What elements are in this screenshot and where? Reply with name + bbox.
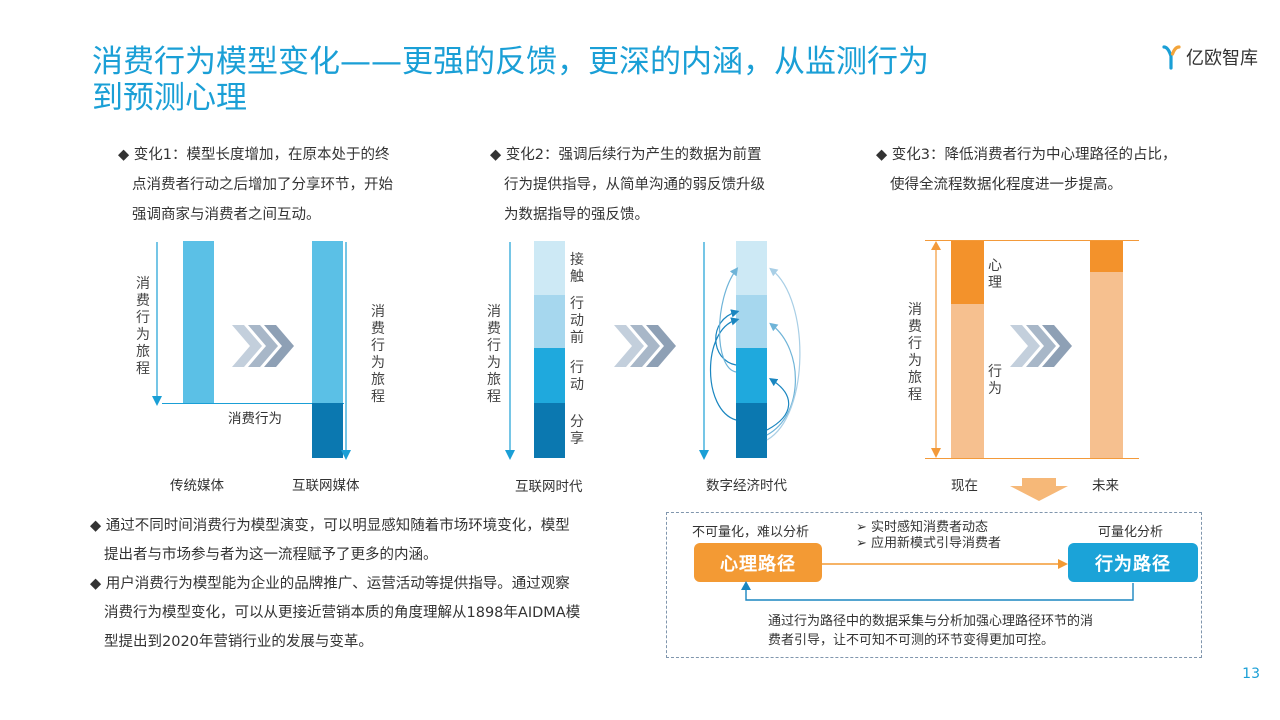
mid-item: ➢ 应用新模式引导消费者: [856, 536, 1002, 551]
journey-arrow-d3: [931, 241, 941, 458]
change-1-line: 点消费者行动之后增加了分享环节，开始: [132, 177, 393, 193]
segment-share-digital: [736, 403, 767, 458]
journey-arrow-right: [341, 242, 351, 460]
brand-logo-icon: [1162, 45, 1181, 70]
change-2-line: ◆ 变化2：强调后续行为产生的数据为前置: [490, 147, 762, 163]
segment-label-contact: 接触: [570, 252, 584, 285]
down-arrow-icon: [1010, 478, 1068, 501]
journey-arrow-d2-left: [505, 242, 515, 460]
chevron-arrow-icon: [1010, 325, 1072, 367]
path-comparison-box: [666, 512, 1202, 658]
journey-label-right: 消费行为旅程: [371, 304, 385, 405]
mid-items: ➢ 实时感知消费者动态 ➢ 应用新模式引导消费者: [856, 520, 1001, 552]
brand-logo: 亿欧智库: [1162, 42, 1258, 72]
caption-traditional-media: 传统媒体: [170, 478, 224, 494]
segment-label-share: 分享: [570, 414, 584, 447]
internet-bar-share: [312, 403, 343, 458]
segment-label-action: 行动: [570, 360, 584, 393]
segment-contact-digital: [736, 241, 767, 295]
quantifiable-caption: 可量化分析: [1098, 525, 1164, 540]
caption-future: 未来: [1092, 478, 1119, 494]
summary-bullets: ◆ 通过不同时间消费行为模型演变，可以明显感知随着市场环境变化，模型 提出者与市…: [90, 512, 650, 657]
change-3-line: 使得全流程数据化程度进一步提高。: [890, 177, 1122, 193]
journey-label-d3: 消费行为旅程: [908, 302, 922, 403]
change-2-line: 行为提供指导，从简单沟通的弱反馈升级: [504, 177, 765, 193]
summary-line: 提出者与市场参与者为这一流程赋予了更多的内涵。: [104, 547, 438, 563]
now-psychology-segment: [951, 241, 984, 304]
summary-line: ◆ 用户消费行为模型能为企业的品牌推广、运营活动等提供指导。通过观察: [90, 576, 570, 592]
page-title: 消费行为模型变化——更强的反馈，更深的内涵，从监测行为 到预测心理: [92, 44, 1092, 116]
now-behavior-segment: [951, 304, 984, 458]
summary-line: ◆ 通过不同时间消费行为模型演变，可以明显感知随着市场环境变化，模型: [90, 518, 570, 534]
journey-label-d2: 消费行为旅程: [487, 304, 501, 405]
feedback-loops: [710, 267, 801, 441]
path-connectors: [741, 559, 1134, 601]
segment-share: [534, 403, 565, 458]
summary-line: 型提出到2020年营销行业的发展与变革。: [104, 634, 373, 650]
explanation-line: 通过行为路径中的数据采集与分析加强心理路径环节的消: [768, 614, 1094, 629]
journey-arrow-left: [152, 242, 162, 406]
segment-pre-action: [534, 295, 565, 348]
mid-item: ➢ 实时感知消费者动态: [856, 520, 989, 535]
segment-contact: [534, 241, 565, 295]
change-1-text: ◆ 变化1：模型长度增加，在原本处于的终 点消费者行动之后增加了分享环节，开始 …: [118, 140, 448, 230]
page-number: 13: [1242, 666, 1260, 682]
bottom-line: [925, 458, 1139, 460]
caption-internet-media: 互联网媒体: [292, 478, 360, 494]
future-psychology-segment: [1090, 241, 1123, 272]
psychology-path-pill: 心理路径: [694, 543, 822, 582]
label-psychology: 心理: [988, 258, 1002, 291]
label-behavior: 行为: [988, 364, 1002, 397]
segment-label-pre-action: 行动前: [570, 296, 584, 346]
behavior-path-pill: 行为路径: [1068, 543, 1198, 582]
change-1-line: ◆ 变化1：模型长度增加，在原本处于的终: [118, 147, 390, 163]
change-2-line: 为数据指导的强反馈。: [504, 207, 649, 223]
change-3-line: ◆ 变化3：降低消费者行为中心理路径的占比，: [876, 147, 1177, 163]
brand-name: 亿欧智库: [1186, 48, 1258, 69]
caption-digital-economy-era: 数字经济时代: [706, 478, 787, 494]
summary-line: 消费行为模型变化，可以从更接近营销本质的角度理解从1898年AIDMA模: [104, 605, 581, 621]
segment-action-digital: [736, 348, 767, 403]
future-behavior-segment: [1090, 272, 1123, 458]
path-explanation: 通过行为路径中的数据采集与分析加强心理路径环节的消 费者引导，让不可知不可测的环…: [768, 612, 1148, 650]
unquantifiable-caption: 不可量化，难以分析: [692, 525, 810, 540]
top-line: [925, 240, 1139, 242]
caption-now: 现在: [951, 478, 978, 494]
baseline-line: [162, 403, 344, 405]
change-2-text: ◆ 变化2：强调后续行为产生的数据为前置 行为提供指导，从简单沟通的弱反馈升级 …: [490, 140, 830, 230]
internet-bar-top: [312, 241, 343, 403]
title-line-2: 到预测心理: [92, 80, 247, 116]
title-line-1: 消费行为模型变化——更强的反馈，更深的内涵，从监测行为: [92, 44, 929, 80]
change-1-line: 强调商家与消费者之间互动。: [132, 207, 321, 223]
traditional-bar: [183, 241, 214, 403]
change-3-text: ◆ 变化3：降低消费者行为中心理路径的占比， 使得全流程数据化程度进一步提高。: [876, 140, 1216, 200]
journey-label-left: 消费行为旅程: [136, 276, 150, 377]
explanation-line: 费者引导，让不可知不可测的环节变得更加可控。: [768, 633, 1055, 648]
journey-arrow-d2-right: [699, 242, 709, 460]
segment-action: [534, 348, 565, 403]
segment-pre-action-digital: [736, 295, 767, 348]
chevron-arrow-icon: [614, 325, 676, 367]
consumer-behavior-label: 消费行为: [228, 411, 282, 427]
chevron-arrow-icon: [232, 325, 294, 367]
caption-internet-era: 互联网时代: [515, 479, 583, 495]
